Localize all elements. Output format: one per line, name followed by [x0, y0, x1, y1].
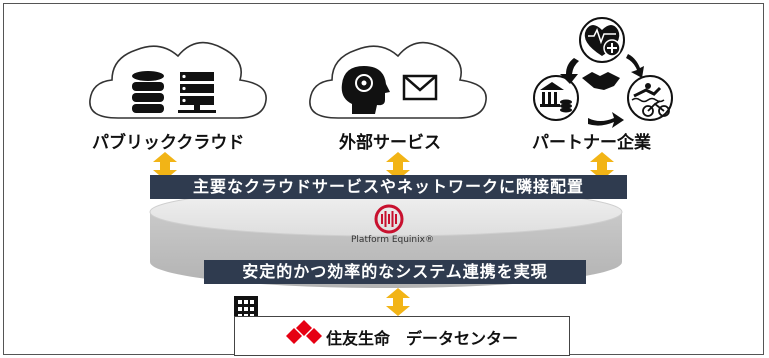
arrow-external [386, 152, 410, 180]
label-public-cloud: パブリッククラウド [92, 133, 245, 153]
label-partner-companies: パートナー企業 [532, 133, 651, 153]
band-efficient-integration: 安定的かつ効率的なシステム連携を実現 [204, 260, 586, 284]
cycle-arrows [560, 54, 644, 128]
partner-cycle [533, 17, 673, 128]
heart-health-icon [579, 17, 625, 63]
brain-head-icon [341, 66, 390, 114]
swimming-icon [627, 75, 673, 121]
arrow-datacenter [386, 288, 410, 316]
database-icon [132, 71, 164, 113]
datacenter-company: 住友生命 [326, 329, 391, 348]
arrow-public [153, 152, 177, 180]
platform-label: Platform Equinix® [351, 235, 434, 245]
label-external-services: 外部サービス [339, 133, 441, 153]
band-adjacent-placement: 主要なクラウドサービスやネットワークに隣接配置 [150, 175, 627, 199]
bank-icon [533, 75, 579, 121]
cloud-public [89, 41, 267, 119]
cloud-external [309, 41, 487, 119]
datacenter-box [234, 316, 570, 356]
handshake-icon [582, 72, 620, 90]
server-icon [178, 72, 216, 113]
equinix-logo-icon [374, 204, 404, 234]
cycling-icon [642, 100, 670, 117]
envelope-icon [402, 74, 438, 101]
datacenter-label: データセンター [406, 329, 519, 348]
arrow-partner [590, 152, 614, 180]
